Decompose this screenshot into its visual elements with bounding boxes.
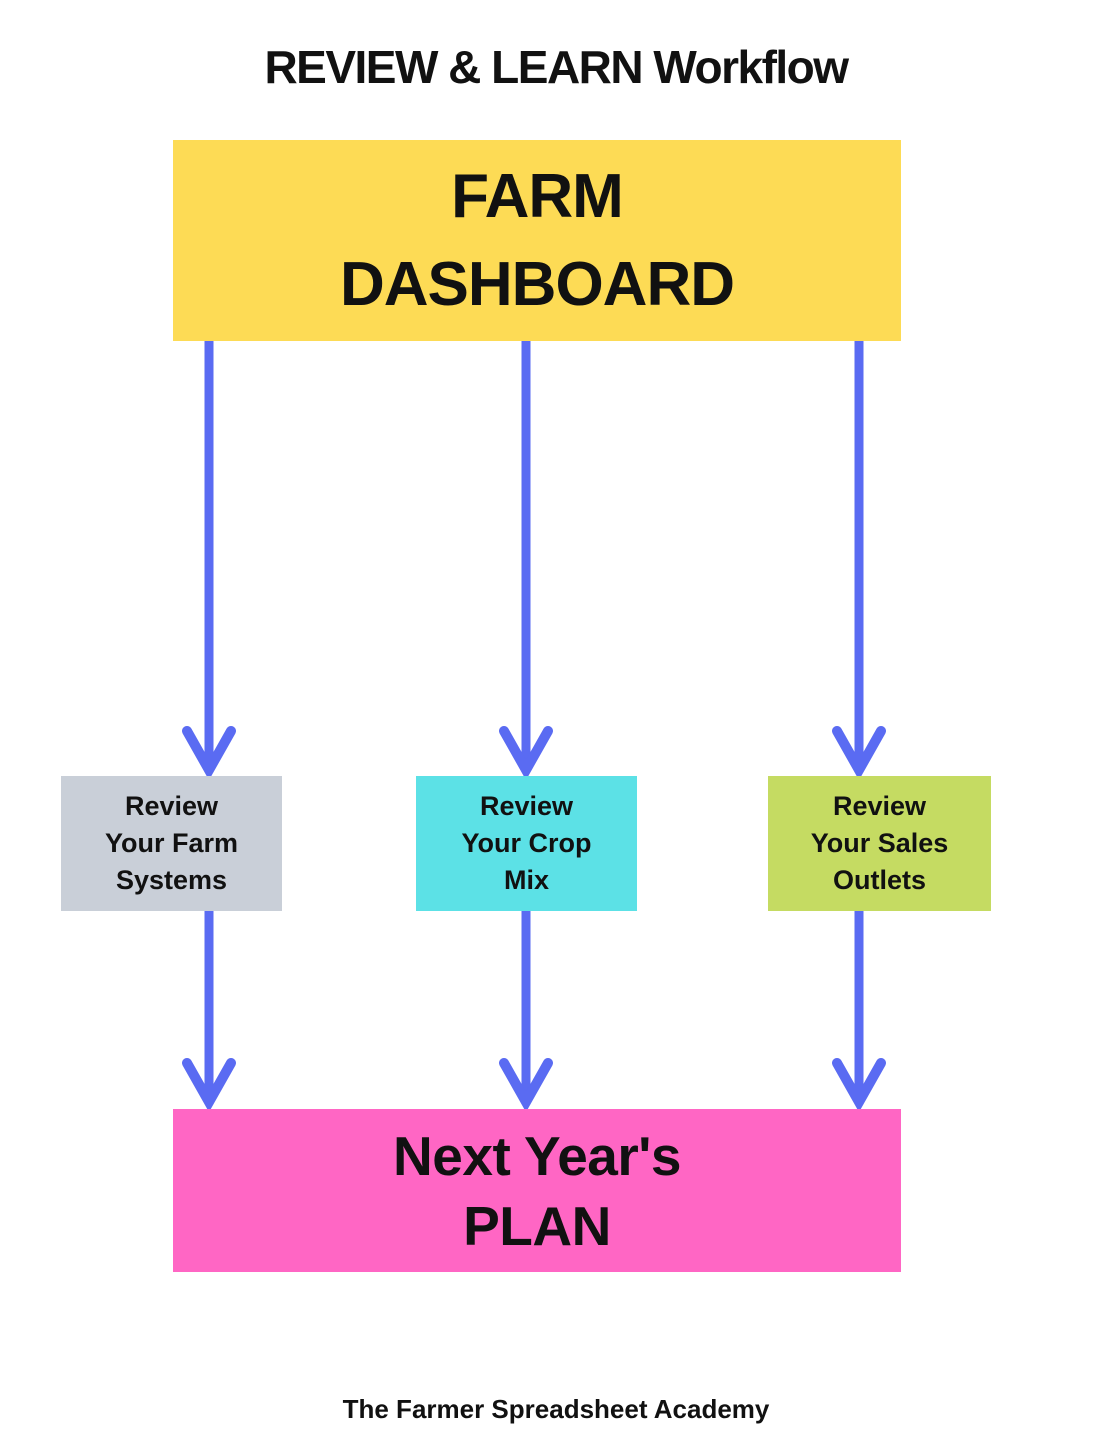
footer-brand: The Farmer Spreadsheet Academy (342, 1394, 770, 1424)
arrow-dashboard-to-crop-mix (499, 341, 553, 777)
node-farm-dashboard-label: FARM DASHBOARD (340, 153, 735, 329)
page-title: REVIEW & LEARN Workflow (264, 41, 849, 93)
node-review-crop-mix-line2: Your Crop (461, 828, 592, 858)
node-next-years-plan: Next Year's PLAN (173, 1109, 901, 1272)
arrow-crop-mix-to-plan (499, 911, 553, 1109)
node-farm-dashboard-line1: FARM (451, 161, 624, 231)
node-farm-dashboard-line2: DASHBOARD (340, 249, 735, 319)
node-next-years-plan-label: Next Year's PLAN (393, 1121, 681, 1261)
node-review-sales-outlets-line1: Review (832, 791, 927, 821)
arrow-dashboard-to-farm-systems (182, 341, 236, 777)
node-review-farm-systems-line2: Your Farm (104, 828, 239, 858)
node-review-crop-mix-line3: Mix (503, 865, 549, 895)
node-review-crop-mix-line1: Review (479, 791, 574, 821)
node-review-farm-systems-line3: Systems (115, 865, 228, 895)
node-review-crop-mix: Review Your Crop Mix (416, 776, 637, 911)
node-review-farm-systems: Review Your Farm Systems (61, 776, 282, 911)
arrow-dashboard-to-sales-outlets (832, 341, 886, 777)
node-next-years-plan-line1: Next Year's (393, 1124, 681, 1187)
node-review-sales-outlets-line3: Outlets (832, 865, 926, 895)
node-next-years-plan-line2: PLAN (463, 1194, 611, 1257)
node-review-sales-outlets-line2: Your Sales (810, 828, 949, 858)
node-review-sales-outlets-label: Review Your Sales Outlets (811, 788, 949, 899)
node-review-crop-mix-label: Review Your Crop Mix (462, 788, 592, 899)
node-review-farm-systems-line1: Review (124, 791, 219, 821)
node-farm-dashboard: FARM DASHBOARD (173, 140, 901, 341)
arrow-farm-systems-to-plan (182, 911, 236, 1109)
arrow-sales-outlets-to-plan (832, 911, 886, 1109)
node-review-farm-systems-label: Review Your Farm Systems (105, 788, 238, 899)
node-review-sales-outlets: Review Your Sales Outlets (768, 776, 991, 911)
